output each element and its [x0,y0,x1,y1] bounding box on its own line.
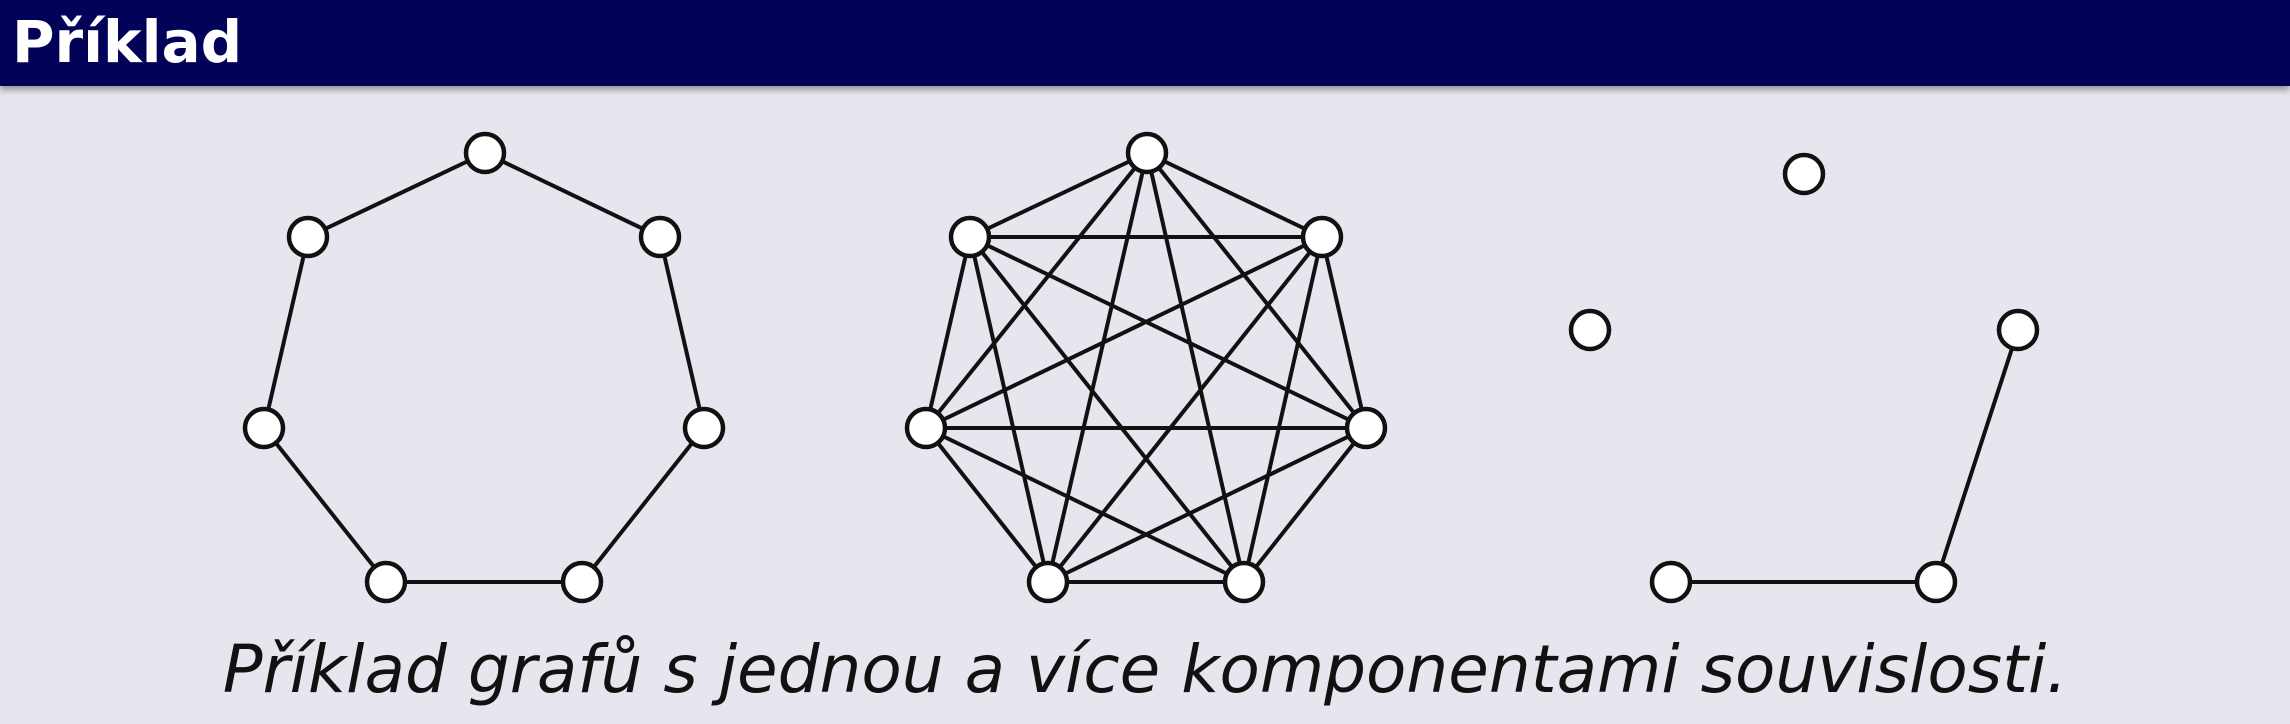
edge [580,426,706,584]
edge [1320,236,1368,429]
title-bar: Příklad [0,0,2290,86]
edge [925,426,1245,584]
vertex [463,131,507,175]
edge [1046,152,1149,583]
edge [1145,151,1368,430]
vertex [364,560,408,604]
edge [1934,329,2020,583]
cycle-graph-c7 [242,131,726,604]
vertex [1782,152,1826,196]
slide-title: Příklad [12,8,243,76]
vertex [1649,560,1693,604]
edge [1242,236,1324,583]
edge [1242,426,1368,584]
edge [924,151,1149,430]
edge [1047,426,1367,584]
vertex [638,215,682,259]
edge [1046,235,1324,584]
edge [968,236,1050,583]
vertex [904,406,948,450]
edge [924,426,1050,584]
edge [307,151,486,239]
vertex [1568,308,1612,352]
vertex [1996,308,2040,352]
edge [262,426,388,584]
vertex [1222,560,1266,604]
complete-graph-k7 [904,131,1388,604]
edge [484,151,661,239]
disconnected-graph [1568,152,2040,604]
vertex [286,215,330,259]
vertex [1914,560,1958,604]
edge [968,235,1246,584]
vertex [1026,560,1070,604]
vertex [682,406,726,450]
edge [1146,151,1323,239]
edge [924,236,972,429]
figure-caption: Příklad grafů s jednou a více komponenta… [222,631,2068,708]
vertex [242,406,286,450]
vertex [560,560,604,604]
vertex [1344,406,1388,450]
edge [925,235,1323,430]
vertex [948,215,992,259]
edge [1145,152,1246,583]
edge [658,236,706,429]
edge [969,235,1367,430]
vertex [1125,131,1169,175]
edge [969,151,1148,239]
edge [262,236,310,429]
vertex [1300,215,1344,259]
